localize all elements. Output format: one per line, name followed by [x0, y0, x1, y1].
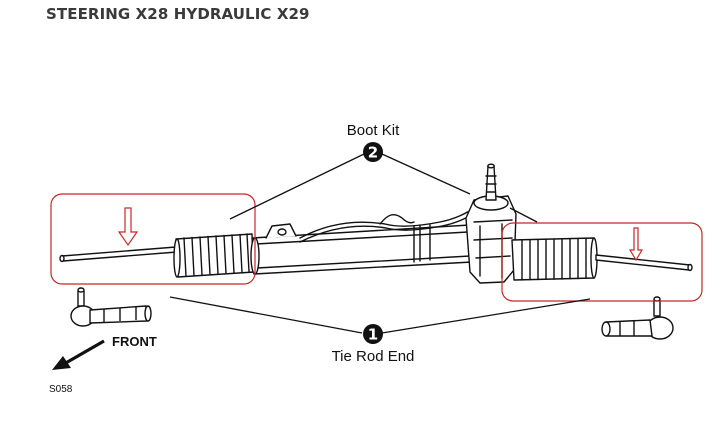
rack-housing: [250, 205, 481, 275]
callout-leaders: [169, 153, 591, 334]
left-boot-highlight-box: [50, 193, 256, 285]
front-label: FRONT: [112, 334, 157, 349]
front-direction-indicator: FRONT: [52, 334, 157, 370]
right-tie-rod-end: [601, 296, 674, 340]
pinion-valve-housing: [465, 163, 517, 284]
right-boot: [511, 237, 598, 281]
figure-code: S058: [49, 384, 73, 395]
front-arrow-icon: [52, 356, 71, 370]
callout-2-number: 2: [368, 144, 378, 162]
left-tie-rod: [59, 246, 178, 263]
boot-kit-label: Boot Kit: [347, 122, 400, 139]
callout-1-badge: [363, 324, 383, 344]
right-boot-highlight-box: [501, 222, 703, 302]
callout-tie-rod-end: 1 Tie Rod End: [332, 324, 415, 365]
callout-1-number: 1: [368, 326, 378, 344]
callout-2-badge: [363, 142, 383, 162]
left-tie-rod-end: [70, 287, 152, 327]
highlight-overlays: [50, 193, 703, 302]
page-title: STEERING X28 HYDRAULIC X29: [46, 5, 310, 23]
left-down-arrow-icon: [117, 207, 139, 247]
tie-rod-end-label: Tie Rod End: [332, 348, 415, 365]
left-boot: [173, 233, 255, 278]
callout-boot-kit: Boot Kit 2: [347, 122, 400, 162]
right-tie-rod: [595, 254, 693, 272]
right-down-arrow-icon: [628, 227, 644, 262]
